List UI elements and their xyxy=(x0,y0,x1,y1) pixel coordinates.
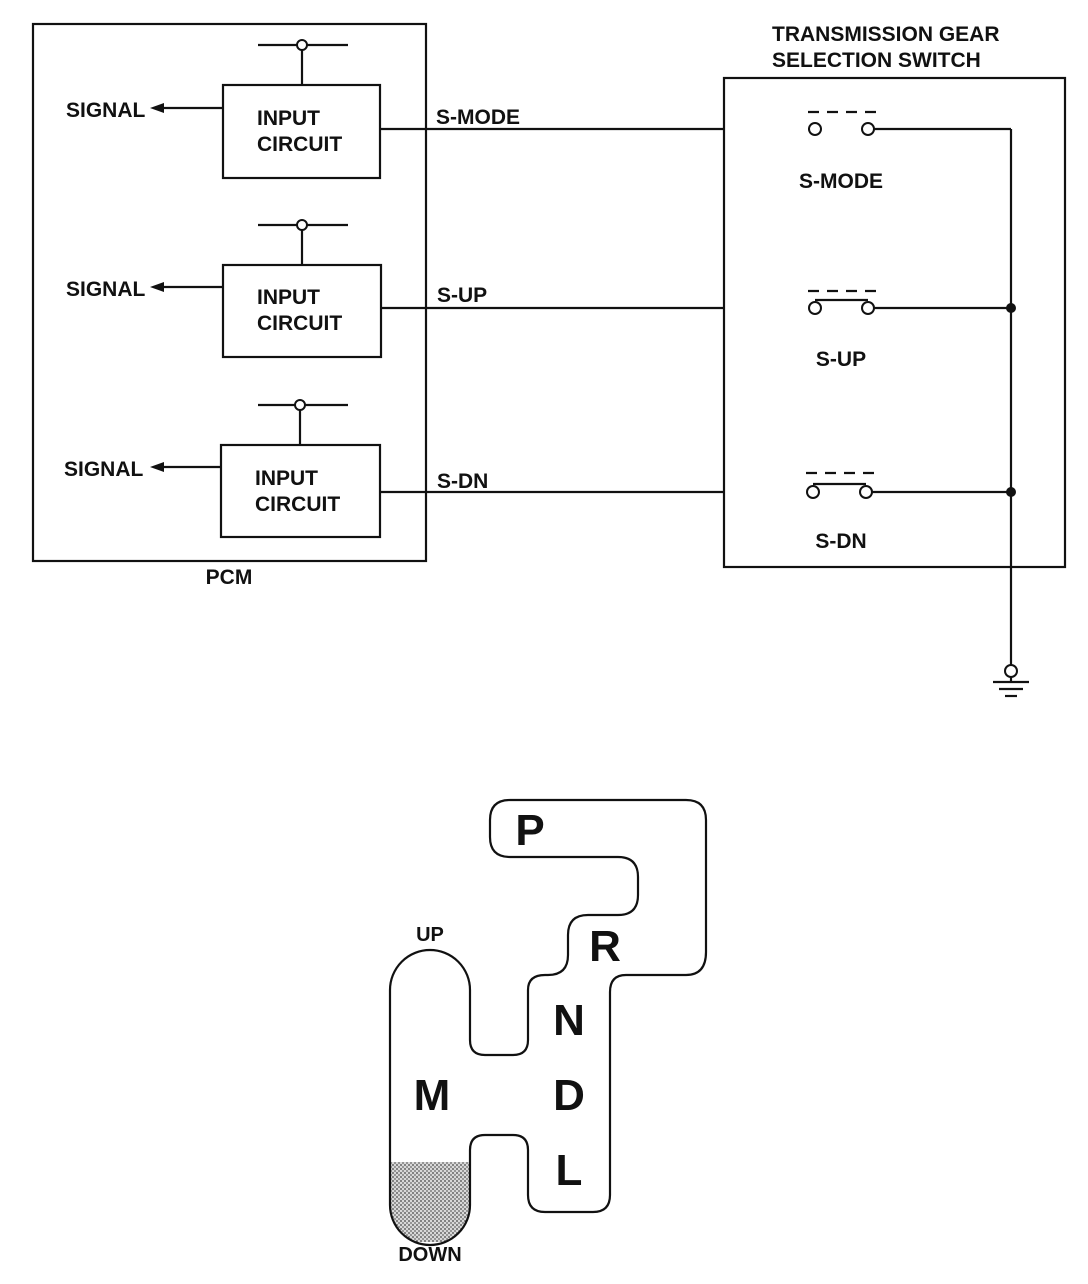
junction-dot-icon xyxy=(1006,487,1016,497)
wire-label-s-mode: S-MODE xyxy=(436,106,520,129)
input-circuit-3: INPUT CIRCUIT SIGNAL xyxy=(64,399,382,539)
switch-label-s-up: S-UP xyxy=(816,348,866,371)
signal-arrow-icon xyxy=(150,282,164,292)
gear-n: N xyxy=(553,996,585,1045)
gear-m: M xyxy=(414,1071,451,1120)
switch-box-title-line2: SELECTION SWITCH xyxy=(772,49,981,72)
switch-s-mode: S-MODE xyxy=(799,110,1011,193)
input-circuit-label-line2: CIRCUIT xyxy=(257,312,342,335)
input-circuit-box xyxy=(221,263,383,359)
signal-label: SIGNAL xyxy=(66,99,146,122)
pcm-module: PCM INPUT CIRCUIT SIGNAL INPUT CIRCUIT S… xyxy=(31,22,428,589)
switch-contact-icon xyxy=(861,122,875,136)
down-shading xyxy=(390,1162,470,1242)
signal-label: SIGNAL xyxy=(66,278,146,301)
switch-contact-icon xyxy=(859,485,873,499)
gear-d: D xyxy=(553,1071,585,1120)
supply-terminal-icon xyxy=(296,219,308,231)
switch-contact-icon xyxy=(861,301,875,315)
input-circuit-label-line1: INPUT xyxy=(255,467,318,490)
pcm-label: PCM xyxy=(206,566,253,589)
wire-label-s-up: S-UP xyxy=(437,284,487,307)
signal-arrow-icon xyxy=(150,462,164,472)
input-circuit-label-line2: CIRCUIT xyxy=(255,493,340,516)
input-circuit-label-line1: INPUT xyxy=(257,286,320,309)
gear-p: P xyxy=(515,806,544,855)
wire-label-s-dn: S-DN xyxy=(437,470,488,493)
shift-gate: P R N D L M UP DOWN xyxy=(388,798,708,1266)
supply-terminal-icon xyxy=(296,39,308,51)
input-circuit-1: INPUT CIRCUIT SIGNAL xyxy=(66,39,382,180)
switch-box-title-line1: TRANSMISSION GEAR xyxy=(772,23,1000,46)
switch-contact-icon xyxy=(806,485,820,499)
up-label: UP xyxy=(416,924,444,946)
gear-r: R xyxy=(589,922,621,971)
down-label: DOWN xyxy=(398,1244,461,1266)
switch-contact-icon xyxy=(808,122,822,136)
ground-icon xyxy=(993,664,1029,698)
junction-dot-icon xyxy=(1006,303,1016,313)
switch-s-up: S-UP xyxy=(808,289,1011,371)
supply-terminal-icon xyxy=(294,399,306,411)
input-circuit-2: INPUT CIRCUIT SIGNAL xyxy=(66,219,383,359)
gate-outline xyxy=(388,798,708,1247)
input-circuit-label-line1: INPUT xyxy=(257,107,320,130)
transmission-gear-selection-switch: TRANSMISSION GEAR SELECTION SWITCH S-MOD… xyxy=(722,23,1067,665)
input-circuit-label-line2: CIRCUIT xyxy=(257,133,342,156)
switch-contact-icon xyxy=(808,301,822,315)
input-circuit-box xyxy=(221,83,382,180)
switch-label-s-mode: S-MODE xyxy=(799,170,883,193)
signal-label: SIGNAL xyxy=(64,458,144,481)
switch-s-dn: S-DN xyxy=(806,471,1011,553)
input-circuit-box xyxy=(219,443,382,539)
switch-label-s-dn: S-DN xyxy=(815,530,866,553)
gear-l: L xyxy=(556,1146,583,1195)
signal-arrow-icon xyxy=(150,103,164,113)
switch-box-outline xyxy=(722,76,1067,569)
